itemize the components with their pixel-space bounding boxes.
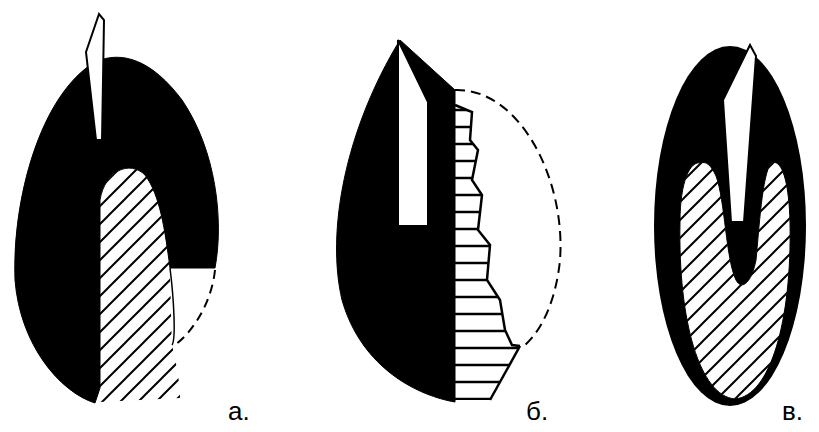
figure-letter: а. xyxy=(228,398,250,424)
figure-letter: в. xyxy=(782,398,803,424)
figure-letter: б. xyxy=(526,398,548,424)
seed-a xyxy=(15,14,219,403)
seed-b xyxy=(337,40,561,402)
seed-c xyxy=(654,45,806,406)
